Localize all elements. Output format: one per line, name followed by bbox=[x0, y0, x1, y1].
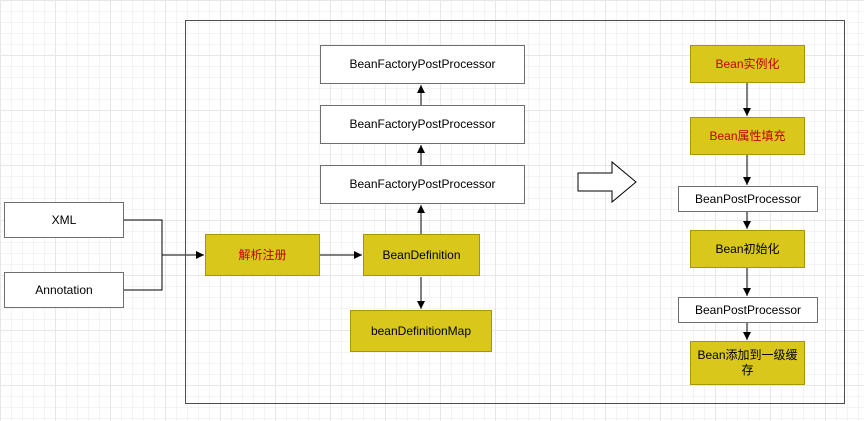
node-bean-initialize-label: Bean初始化 bbox=[715, 241, 780, 256]
node-annotation[interactable]: Annotation bbox=[4, 272, 124, 308]
edge-annotation-to-junction bbox=[124, 255, 163, 291]
node-parse-register-label: 解析注册 bbox=[238, 247, 287, 262]
node-bfpp-2-label: BeanFactoryPostProcessor bbox=[349, 117, 496, 131]
node-annotation-label: Annotation bbox=[35, 282, 93, 297]
node-bpp-before-label: BeanPostProcessor bbox=[694, 191, 802, 206]
node-bean-definition[interactable]: BeanDefinition bbox=[363, 234, 480, 276]
node-bean-post-processor-before[interactable]: BeanPostProcessor bbox=[678, 186, 818, 212]
node-bean-populate[interactable]: Bean属性填充 bbox=[690, 117, 805, 155]
node-xml[interactable]: XML bbox=[4, 202, 124, 238]
node-bean-instantiate-label: Bean实例化 bbox=[715, 56, 780, 71]
edge-xml-to-junction bbox=[124, 219, 163, 255]
node-bean-factory-post-processor-1[interactable]: BeanFactoryPostProcessor bbox=[320, 45, 525, 84]
node-bean-definition-label: BeanDefinition bbox=[382, 247, 461, 262]
node-bean-factory-post-processor-3[interactable]: BeanFactoryPostProcessor bbox=[320, 165, 525, 204]
node-bean-definition-map-label: beanDefinitionMap bbox=[370, 323, 472, 338]
node-bfpp-1-label: BeanFactoryPostProcessor bbox=[349, 57, 496, 71]
node-bean-populate-label: Bean属性填充 bbox=[709, 128, 786, 143]
node-parse-register[interactable]: 解析注册 bbox=[205, 234, 320, 276]
flow-container[interactable] bbox=[185, 20, 845, 404]
node-bpp-after-label: BeanPostProcessor bbox=[694, 302, 802, 317]
node-bean-add-to-cache[interactable]: Bean添加到一级缓存 bbox=[690, 341, 805, 385]
node-bean-factory-post-processor-2[interactable]: BeanFactoryPostProcessor bbox=[320, 105, 525, 144]
node-bean-initialize[interactable]: Bean初始化 bbox=[690, 230, 805, 268]
node-bean-instantiate[interactable]: Bean实例化 bbox=[690, 45, 805, 83]
node-bean-add-to-cache-label: Bean添加到一级缓存 bbox=[697, 348, 798, 377]
node-bfpp-3-label: BeanFactoryPostProcessor bbox=[349, 177, 496, 191]
node-bean-post-processor-after[interactable]: BeanPostProcessor bbox=[678, 297, 818, 323]
node-xml-label: XML bbox=[51, 212, 77, 227]
node-bean-definition-map[interactable]: beanDefinitionMap bbox=[350, 310, 492, 352]
